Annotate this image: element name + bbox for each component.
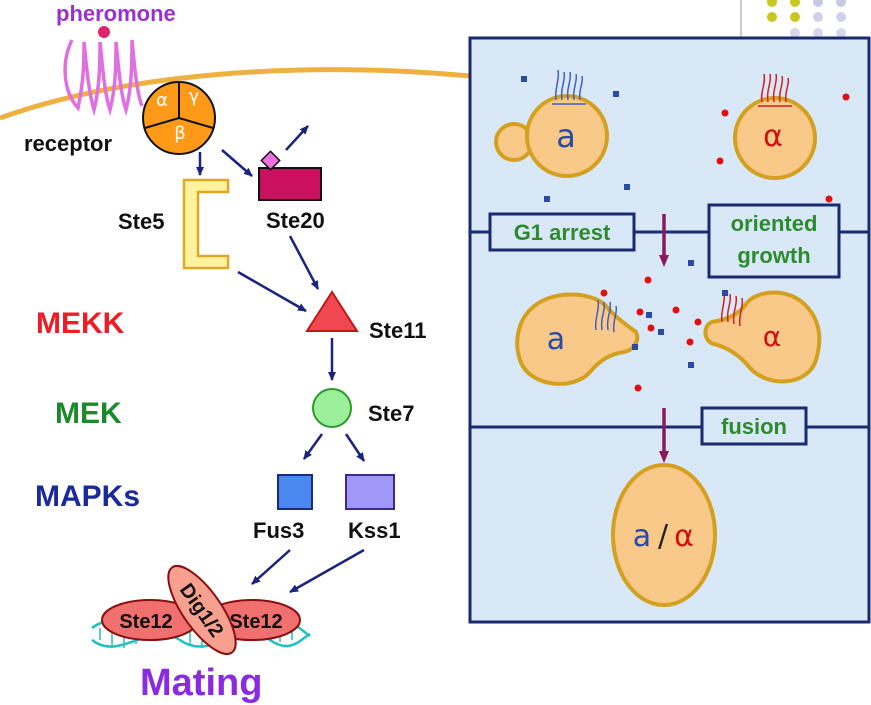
plasma-membrane bbox=[0, 67, 491, 121]
ste20-diamond bbox=[260, 150, 281, 171]
diploid-sep-label: / bbox=[658, 519, 669, 554]
ste12-left-label: Ste12 bbox=[119, 611, 172, 633]
pheromone-particles-stage1 bbox=[521, 76, 850, 203]
cell-alpha-stage1: α bbox=[733, 73, 817, 180]
ste12-right-label: Ste12 bbox=[229, 611, 282, 633]
arrow-ste20-to-ste11 bbox=[288, 235, 320, 290]
pheromone-label: pheromone bbox=[56, 1, 176, 26]
cell-a-stage1: a bbox=[494, 69, 609, 178]
ste20-label: Ste20 bbox=[266, 208, 325, 233]
oriented-growth-label-2: growth bbox=[737, 243, 810, 268]
g-beta-label: β bbox=[174, 123, 186, 144]
fus3-label: Fus3 bbox=[253, 518, 304, 543]
fus3-square bbox=[277, 474, 313, 510]
diploid-a-label: a bbox=[633, 519, 651, 554]
g1-arrest-box: G1 arrest bbox=[488, 212, 636, 252]
ste11-triangle bbox=[305, 290, 359, 332]
diploid-alpha-label: α bbox=[674, 519, 694, 554]
pheromone-particles-stage2 bbox=[600, 260, 728, 392]
cell-a-shmoo: a bbox=[515, 292, 640, 386]
fusion-box: fusion bbox=[700, 406, 808, 446]
g-protein: α γ β bbox=[142, 81, 216, 155]
ste5-label: Ste5 bbox=[118, 209, 164, 234]
receptor-label: receptor bbox=[24, 131, 112, 156]
pheromone-molecule bbox=[98, 26, 110, 38]
mating-label: Mating bbox=[140, 662, 262, 704]
arrow-ste7-to-fus3 bbox=[302, 433, 324, 460]
decorative-dots bbox=[740, 0, 846, 40]
ste5-scaffold bbox=[182, 178, 230, 270]
cell-alpha-shmoo: α bbox=[703, 290, 822, 384]
arrow-ste5-to-ste11 bbox=[237, 270, 307, 313]
g-gamma-label: γ bbox=[189, 86, 200, 107]
arrow-gprotein-to-ste20 bbox=[221, 149, 253, 177]
ste12-complex: Ste12 Ste12 Dig1/2 bbox=[101, 565, 301, 655]
fusion-label: fusion bbox=[721, 414, 787, 439]
cell-alpha-label: α bbox=[763, 119, 783, 154]
mekk-label: MEKK bbox=[36, 307, 125, 340]
diploid-cell: a / α bbox=[611, 463, 717, 607]
ste20-kinase bbox=[258, 167, 322, 201]
mek-label: MEK bbox=[55, 397, 122, 430]
cell-alpha-shmoo-label: α bbox=[763, 320, 781, 353]
arrow-ste7-to-kss1 bbox=[344, 433, 366, 462]
arrow-fus3-to-ste12 bbox=[251, 549, 291, 585]
g1-arrest-label: G1 arrest bbox=[514, 220, 611, 245]
ste7-circle bbox=[312, 388, 352, 428]
kss1-label: Kss1 bbox=[348, 518, 401, 543]
mapks-label: MAPKs bbox=[35, 480, 140, 513]
cell-a-label: a bbox=[556, 117, 576, 155]
ste7-label: Ste7 bbox=[368, 401, 414, 426]
kss1-rect bbox=[345, 474, 395, 510]
receptor-7tm bbox=[63, 39, 144, 117]
arrow-ste20-out bbox=[285, 125, 309, 151]
ste11-label: Ste11 bbox=[369, 318, 427, 343]
cell-a-shmoo-label: a bbox=[547, 322, 565, 357]
oriented-growth-label-1: oriented bbox=[731, 211, 818, 236]
arrow-kss1-to-ste12 bbox=[289, 548, 365, 594]
g-alpha-label: α bbox=[156, 90, 168, 111]
oriented-growth-box: oriented growth bbox=[707, 203, 841, 279]
